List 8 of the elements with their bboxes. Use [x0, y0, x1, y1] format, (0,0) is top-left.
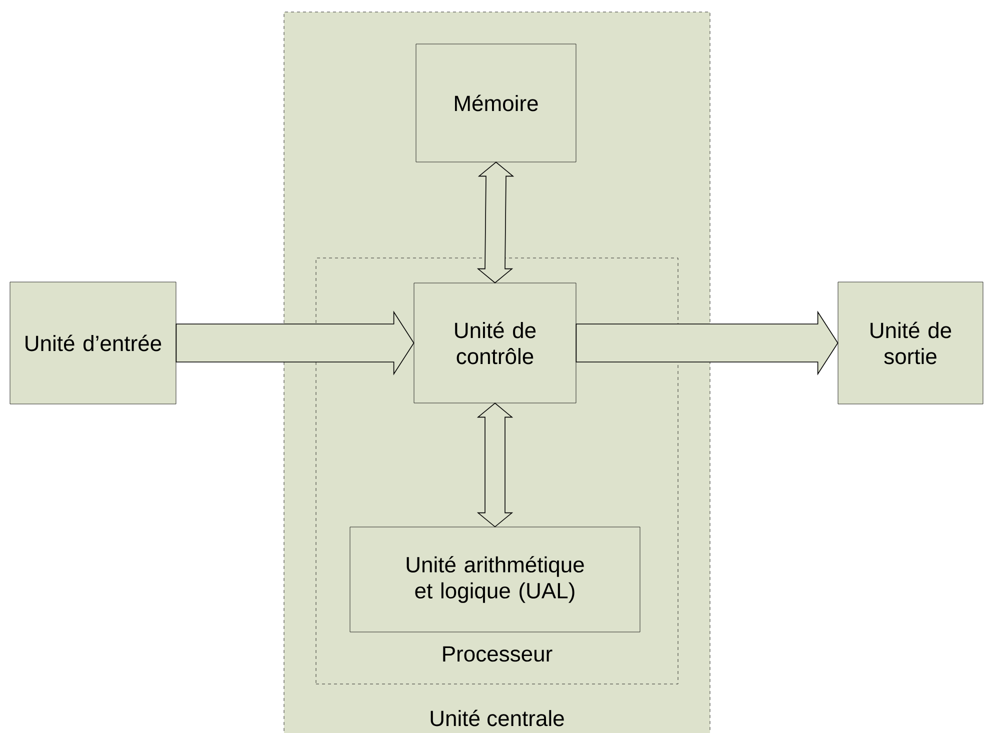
block-arrow	[176, 310, 414, 376]
block-arrow	[476, 402, 514, 528]
process-box: Unité de sortie	[838, 282, 984, 404]
process-box: Mémoire	[416, 44, 576, 162]
block-arrow	[576, 310, 838, 376]
process-box: Unité d’entrée	[10, 282, 176, 404]
process-box: Unité de contrôle	[414, 282, 576, 404]
process-box: Unité arithmétique et logique (UAL)	[350, 526, 640, 632]
